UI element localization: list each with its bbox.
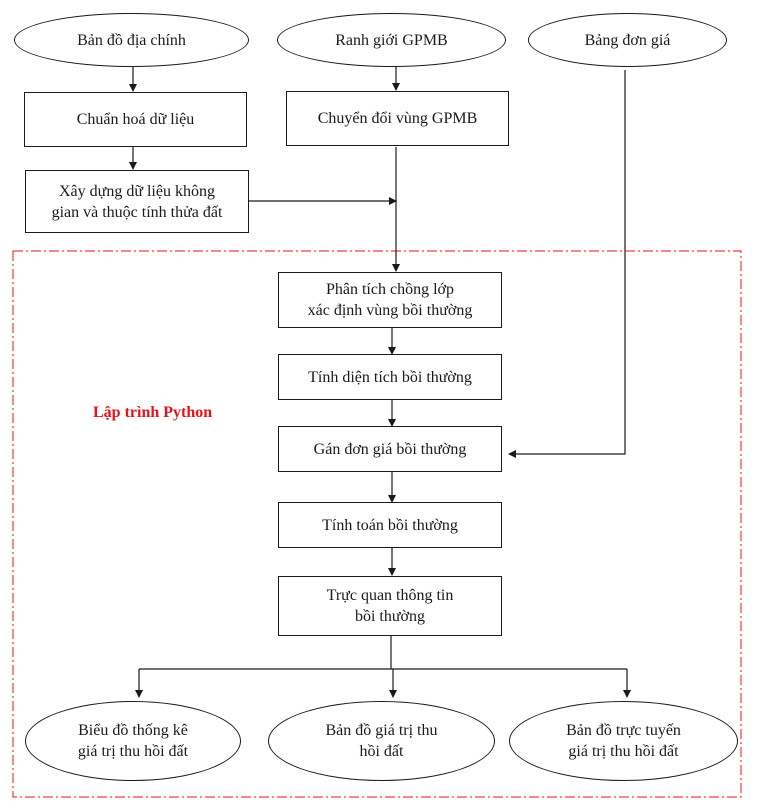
python-group-label: Lập trình Python xyxy=(93,404,213,421)
step-build-spatial-data: Xây dựng dữ liệu không gian và thuộc tín… xyxy=(25,170,249,233)
step-normalize-data-label: Chuẩn hoá dữ liệu xyxy=(76,111,195,128)
input-gpmb-boundary-label: Ranh giới GPMB xyxy=(335,31,448,49)
step-compute-compensation: Tính toán bồi thường xyxy=(278,502,502,548)
step-overlay-analysis: Phân tích chồng lớp xác định vùng bồi th… xyxy=(278,272,502,328)
input-gpmb-boundary: Ranh giới GPMB xyxy=(277,13,506,67)
step-compute-area-label: Tính diện tích bồi thường xyxy=(308,368,472,386)
step-convert-gpmb: Chuyển đổi vùng GPMB xyxy=(286,91,509,146)
step-assign-price-label: Gán đơn giá bồi thường xyxy=(313,440,467,458)
step-compute-area: Tính diện tích bồi thường xyxy=(278,354,502,400)
input-price-table: Bảng đơn giá xyxy=(528,13,727,67)
step-overlay-analysis-label: Phân tích chồng lớp xác định vùng bồi th… xyxy=(307,281,473,319)
input-price-table-label: Bảng đơn giá xyxy=(584,31,671,49)
python-group-border xyxy=(12,250,742,798)
input-cadastral-map: Bản đồ địa chính xyxy=(14,13,249,67)
edge-price-to-assign xyxy=(508,70,626,458)
output-value-map-label: Bản đồ giá trị thu hồi đất xyxy=(325,722,438,760)
output-value-map: Bản đồ giá trị thu hồi đất xyxy=(268,701,495,781)
step-compute-compensation-label: Tính toán bồi thường xyxy=(322,516,458,534)
input-cadastral-map-label: Bản đồ địa chính xyxy=(77,31,186,49)
step-convert-gpmb-label: Chuyển đổi vùng GPMB xyxy=(317,110,478,127)
output-online-map: Bản đồ trực tuyến giá trị thu hồi đất xyxy=(509,701,738,781)
output-stats-chart-label: Biểu đồ thống kê giá trị thu hồi đất xyxy=(77,722,189,760)
step-visualize: Trực quan thông tin bồi thường xyxy=(278,576,502,636)
step-build-spatial-data-label: Xây dựng dữ liệu không gian và thuộc tín… xyxy=(51,182,223,221)
output-stats-chart: Biểu đồ thống kê giá trị thu hồi đất xyxy=(25,701,241,781)
step-assign-price: Gán đơn giá bồi thường xyxy=(278,426,502,472)
step-visualize-label: Trực quan thông tin bồi thường xyxy=(326,587,454,625)
step-normalize-data: Chuẩn hoá dữ liệu xyxy=(24,92,247,147)
output-online-map-label: Bản đồ trực tuyến giá trị thu hồi đất xyxy=(566,722,681,760)
